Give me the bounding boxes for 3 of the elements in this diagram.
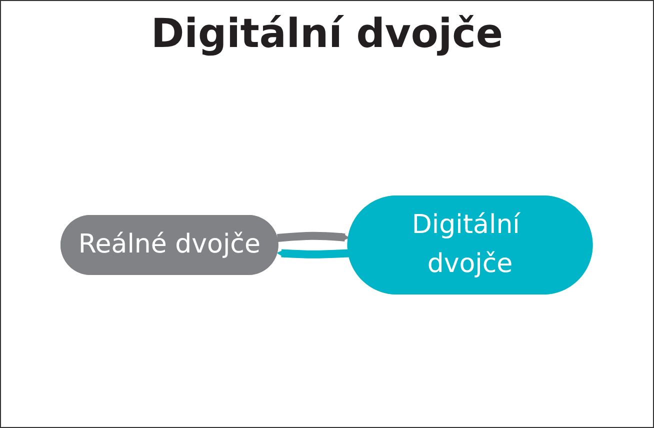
diagram-title: Digitální dvojče (151, 11, 503, 57)
arrow (277, 249, 350, 258)
arrow (277, 232, 350, 242)
